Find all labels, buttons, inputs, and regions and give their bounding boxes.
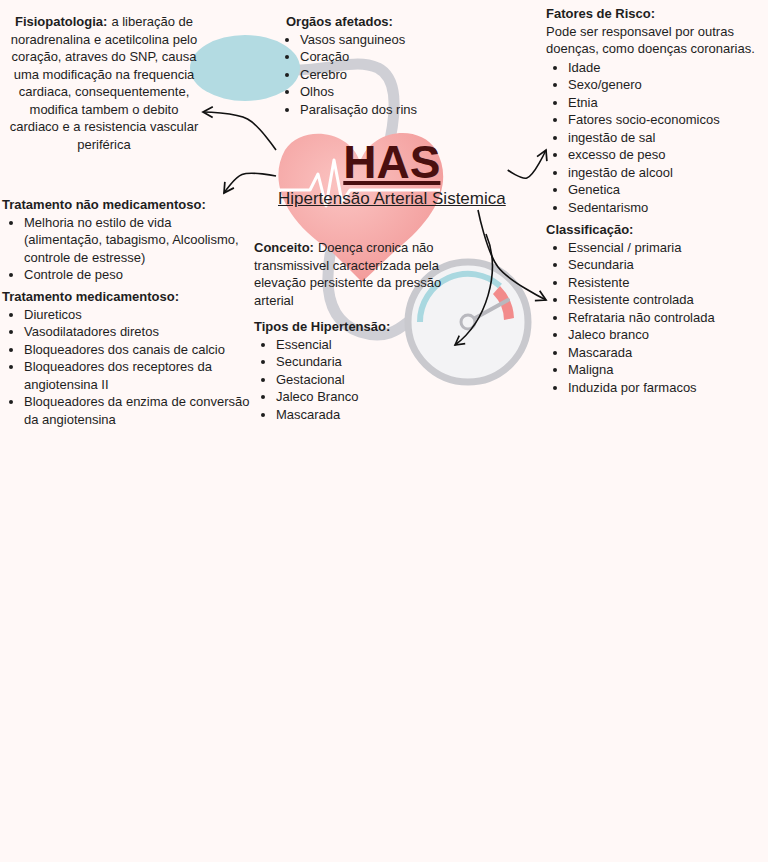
block-heading: Tratamento não medicamentoso:	[2, 196, 252, 214]
block-heading: Tratamento medicamentoso:	[2, 288, 252, 306]
list-item: Diureticos	[24, 306, 252, 324]
list-item: Vasodilatadores diretos	[24, 323, 252, 341]
list-item: Sedentarismo	[568, 199, 764, 217]
connector-arrow	[224, 173, 276, 193]
block-heading: Classificação:	[546, 221, 764, 239]
block-heading: Tipos de Hipertensão:	[254, 318, 444, 336]
list-item: Essencial	[276, 336, 444, 354]
block-note: Pode ser responsavel por outras doenças,…	[546, 23, 764, 58]
list-item: Jaleco branco	[568, 326, 764, 344]
block-heading: Fisiopatologia:	[15, 14, 107, 29]
connector-arrow	[203, 112, 276, 150]
list-item: Mascarada	[568, 344, 764, 362]
list-item: Controle de peso	[24, 266, 252, 284]
list-item: Resistente	[568, 274, 764, 292]
list-item: excesso de peso	[568, 146, 764, 164]
block-heading: Orgãos afetados:	[278, 13, 450, 31]
list-item: Bloqueadores da enzima de conversão da a…	[24, 393, 252, 428]
list-item: Olhos	[300, 83, 450, 101]
block-heading: Conceito:	[254, 240, 314, 255]
list-item: Bloqueadores dos receptores da angiotens…	[24, 358, 252, 393]
decor-arrow	[455, 234, 492, 345]
topic-block: Fisiopatologia:a liberação de noradrenal…	[5, 10, 203, 153]
list-item: Sexo/genero	[568, 76, 764, 94]
list-item: Idade	[568, 59, 764, 77]
list-item: Secundaria	[276, 353, 444, 371]
list-item: Etnia	[568, 94, 764, 112]
list-item: Cerebro	[300, 66, 450, 84]
list-item: Resistente controlada	[568, 291, 764, 309]
list-item: Mascarada	[276, 406, 444, 424]
list-item: Jaleco Branco	[276, 388, 444, 406]
list-item: Maligna	[568, 361, 764, 379]
topic-block: Tratamento medicamentoso:DiureticosVasod…	[2, 285, 252, 428]
list-item: Refrataria não controlada	[568, 309, 764, 327]
block-body: a liberação de noradrenalina e acetilcol…	[10, 14, 199, 152]
list-item: Essencial / primaria	[568, 239, 764, 257]
topic-block: Fatores de Risco:Pode ser responsavel po…	[546, 2, 764, 216]
list-item: Coração	[300, 48, 450, 66]
list-item: ingestão de alcool	[568, 164, 764, 182]
list-item: Fatores socio-economicos	[568, 111, 764, 129]
connector-arrow	[478, 210, 546, 300]
connector-arrow	[508, 150, 546, 178]
list-item: Induzida por farmacos	[568, 379, 764, 397]
list-item: Gestacional	[276, 371, 444, 389]
list-item: Secundaria	[568, 256, 764, 274]
list-item: Vasos sanguineos	[300, 31, 450, 49]
central-heart: HASHipertensão Arterial Sistemica	[276, 136, 508, 210]
list-item: ingestão de sal	[568, 129, 764, 147]
block-heading: Fatores de Risco:	[546, 5, 764, 23]
topic-block: Orgãos afetados:Vasos sanguineosCoraçãoC…	[278, 10, 450, 118]
topic-block: Conceito:Doença cronica não transmissive…	[254, 236, 454, 309]
list-item: Paralisação dos rins	[300, 101, 450, 119]
list-item: Genetica	[568, 181, 764, 199]
central-title: HAS	[343, 136, 440, 188]
topic-block: Tratamento não medicamentoso:Melhoria no…	[2, 193, 252, 284]
topic-block: Classificação:Essencial / primariaSecund…	[546, 218, 764, 396]
stethoscope-chestpiece	[190, 35, 300, 101]
list-item: Bloqueadores dos canais de calcio	[24, 341, 252, 359]
list-item: Melhoria no estilo de vida (alimentação,…	[24, 214, 252, 267]
central-subtitle: Hipertensão Arterial Sistemica	[278, 188, 506, 210]
topic-block: Tipos de Hipertensão:EssencialSecundaria…	[254, 315, 444, 423]
